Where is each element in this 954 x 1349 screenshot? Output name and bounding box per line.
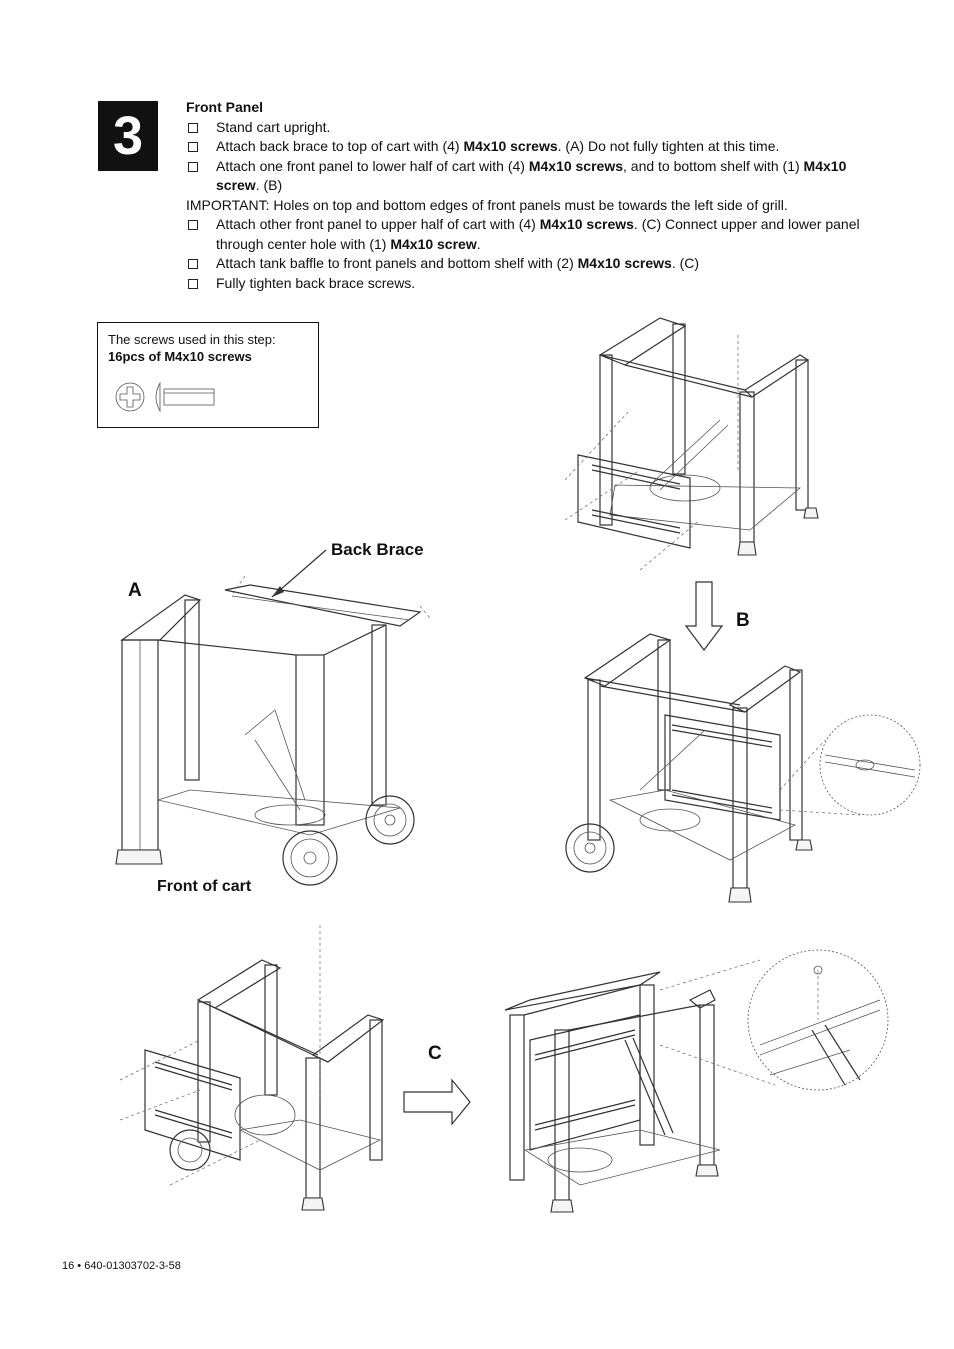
instruction-item-3: Attach one front panel to lower half of …: [186, 157, 870, 196]
arrow-down-icon: [684, 581, 724, 651]
cart-illustration-c-left: [119, 925, 385, 1211]
instruction-item-1: Stand cart upright.: [186, 118, 870, 138]
instructions-block: Front Panel Stand cart upright. Attach b…: [186, 98, 870, 293]
screw-icon: [115, 381, 215, 413]
checkbox-icon: [188, 220, 198, 230]
step-number-badge: 3: [98, 101, 158, 171]
figure-label-a: A: [128, 580, 142, 601]
cart-illustration-top-right: [564, 317, 819, 571]
checkbox-icon: [188, 142, 198, 152]
front-of-cart-label: Front of cart: [157, 878, 252, 895]
arrow-right-icon: [403, 1078, 471, 1126]
screw-box-line1: The screws used in this step:: [108, 332, 276, 347]
back-brace-label: Back Brace: [331, 540, 424, 559]
instruction-item-4: Attach other front panel to upper half o…: [186, 215, 870, 254]
page-footer: 16 • 640-01303702-3-58: [62, 1260, 181, 1272]
checkbox-icon: [188, 278, 198, 289]
cart-illustration-c-right: [504, 949, 889, 1213]
instruction-item-5: Attach tank baffle to front panels and b…: [186, 254, 870, 274]
checkbox-icon: [188, 259, 198, 269]
screw-box-line2: 16pcs of M4x10 screws: [108, 349, 252, 364]
figure-label-c: C: [428, 1043, 442, 1064]
figure-label-b: B: [736, 610, 750, 631]
step-number: 3: [112, 106, 144, 166]
checkbox-icon: [188, 122, 198, 133]
instruction-item-2: Attach back brace to top of cart with (4…: [186, 137, 870, 157]
screw-info-box: The screws used in this step: 16pcs of M…: [97, 322, 319, 428]
checkbox-icon: [188, 161, 198, 172]
instruction-item-6: Fully tighten back brace screws.: [186, 274, 870, 294]
cart-illustration-b: [565, 633, 921, 903]
instructions-title: Front Panel: [186, 99, 264, 115]
cart-illustration-a: [115, 549, 431, 886]
important-note: IMPORTANT: Holes on top and bottom edges…: [186, 196, 788, 213]
